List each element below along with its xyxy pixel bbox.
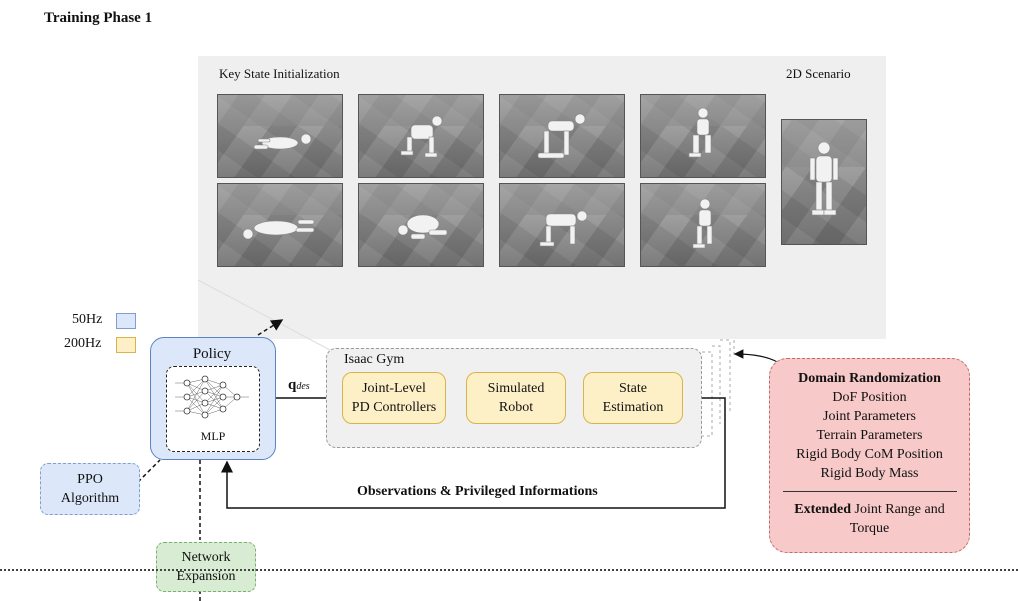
dr-item: Rigid Body CoM Position (796, 447, 943, 462)
legend-50hz-label: 50Hz (72, 312, 103, 327)
robot-figure (809, 141, 839, 216)
robot-figure (253, 133, 312, 150)
dr-item: Terrain Parameters (816, 428, 923, 443)
ppo-line-1: PPO (77, 472, 103, 487)
sim-thumbnail (499, 183, 625, 267)
observations-label: Observations & Privileged Informations (357, 484, 598, 499)
legend-200hz-swatch (116, 337, 136, 353)
ppo-line-2: Algorithm (60, 491, 120, 506)
mlp-block: MLP (166, 366, 260, 452)
sim-thumbnail (358, 94, 484, 178)
robot-figure (400, 115, 443, 158)
dr-extended-line-2: Torque (849, 521, 890, 536)
scenario-thumbnail (781, 119, 867, 245)
sim-thumbnail (640, 94, 766, 178)
robot-figure (537, 113, 586, 159)
dr-item: DoF Position (832, 390, 907, 405)
scenario-label: 2D Scenario (786, 66, 851, 81)
robot-figure (688, 107, 712, 158)
pd-controllers-line-2: PD Controllers (351, 400, 437, 415)
section-separator (0, 569, 1018, 571)
robot-figure (692, 198, 713, 249)
simulated-robot-line-1: Simulated (487, 381, 545, 396)
state-estimation-line-1: State (618, 381, 647, 396)
q-subscript: des (296, 381, 310, 392)
sim-thumbnail (640, 183, 766, 267)
policy-title: Policy (192, 346, 232, 362)
domain-randomization-title: Domain Randomization (798, 371, 941, 386)
robot-figure (397, 214, 448, 240)
robot-figure (539, 210, 588, 247)
q-symbol: q (288, 377, 297, 393)
dr-extended-rest: Joint Range and (851, 502, 945, 517)
dr-item: Joint Parameters (823, 409, 916, 424)
dr-divider (782, 491, 957, 492)
pd-controllers-block: Joint-Level PD Controllers (342, 372, 446, 424)
network-expansion-line-1: Network (181, 550, 231, 565)
dr-extended-line: Extended Joint Range and (770, 500, 969, 519)
phase-title: Training Phase 1 (44, 10, 153, 26)
dr-item: Rigid Body Mass (820, 466, 919, 481)
legend-50hz-swatch (116, 313, 136, 329)
dr-extended-bold: Extended (794, 502, 852, 517)
isaac-gym-title: Isaac Gym (344, 352, 405, 367)
neural-network-icon (175, 375, 249, 419)
legend-200hz-label: 200Hz (64, 336, 102, 351)
sim-thumbnail (358, 183, 484, 267)
ppo-algorithm-block: PPO Algorithm (40, 463, 140, 515)
sim-thumbnail (499, 94, 625, 178)
robot-figure (242, 219, 315, 240)
domain-randomization-block: Domain Randomization DoF Position Joint … (769, 358, 970, 553)
state-estimation-line-2: Estimation (602, 400, 664, 415)
q-des-label: qdes (288, 377, 310, 394)
sim-thumbnail (217, 183, 343, 267)
sim-thumbnail (217, 94, 343, 178)
pd-controllers-line-1: Joint-Level (362, 381, 426, 396)
simulated-robot-line-2: Robot (498, 400, 534, 415)
network-expansion-line-2: Expansion (176, 569, 236, 584)
key-state-label: Key State Initialization (219, 66, 340, 81)
mlp-label: MLP (200, 429, 226, 443)
